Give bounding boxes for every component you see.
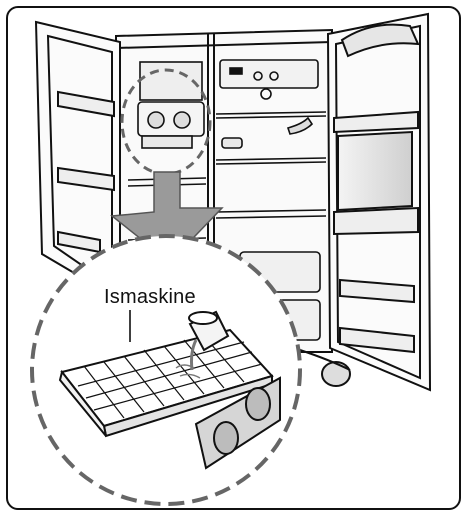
fridge-door [328,14,430,390]
ice-maker-label: Ismaskine [104,286,196,309]
fridge-base [300,350,350,386]
